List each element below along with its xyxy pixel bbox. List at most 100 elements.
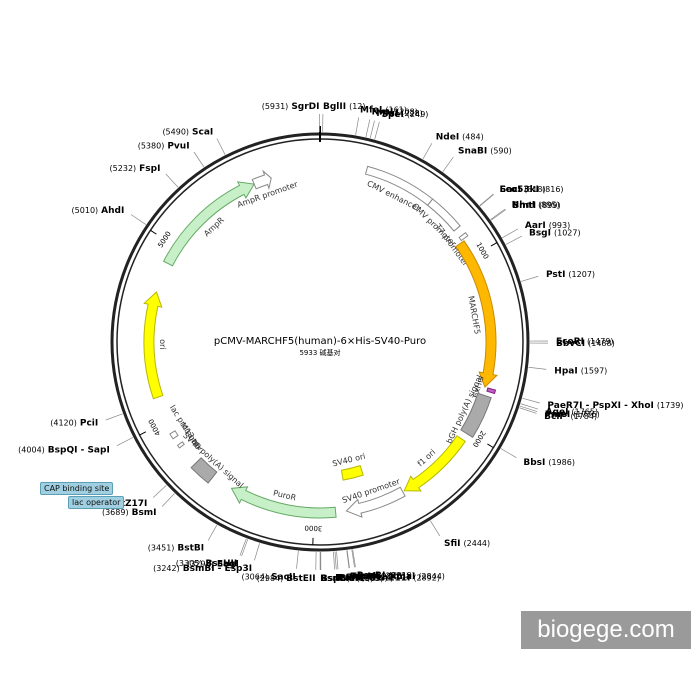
site-tick-mfei [355,117,360,136]
site-bsgi: BsgI(1027) [529,228,581,238]
site-agei: AgeI(1765) [546,407,598,417]
feature-sv40-poly-a-signal [190,457,218,484]
site-ecori: EcoRI(1479) [556,337,614,347]
site-bbsi: BbsI(1986) [523,458,575,468]
site-tick-bstbi [207,524,218,541]
feature-label-sv40-ori: SV40 ori [331,452,366,469]
site-tick-bspqi-sapi [116,437,134,446]
site-tick-sacii [296,550,299,569]
cap-binding-site-badge: CAP binding site [40,482,114,495]
site-tick-nhei [490,208,506,220]
site-tick-agei [520,403,539,410]
site-tick-fspi [165,173,179,188]
site-mlui: MluI(228) [376,109,422,119]
site-tspmi-xmai: TspMI - XmaI(2844) [351,572,445,582]
site-tick-sfii [430,520,441,537]
site-tick-bsgi [505,235,523,245]
site-tick-aari [502,228,519,239]
site-ndei: NdeI(484) [436,132,484,142]
site-bspqi-sapi: (4004)BspQI - SapI [18,445,110,455]
site-sgrdi: (5931)SgrDI [262,102,320,112]
site-bglii: BglII(12) [323,102,366,112]
site-bspei: BspEI*(2963) [321,574,383,584]
site-tick-pcii [105,413,123,421]
feature-cmv-promoter [426,198,461,232]
site-tick-bmti [490,209,506,221]
site-tick-smai [346,550,350,569]
tick-2000 [487,443,494,449]
site-tick-scai [216,138,226,155]
site-snabi: SnaBI(590) [458,147,512,157]
site-tick-bsmi [161,493,175,507]
site-tick-ndei [422,143,433,160]
feature-label-puror: PuroR [272,488,297,502]
site-aari: AarI(993) [525,221,570,231]
site-tick-bsmbi-esp3i [254,543,260,561]
feature-m13-rev [176,441,185,449]
tick-label-3000: 3000 [304,524,322,533]
site-pasi: PasI(2899) [337,573,388,583]
site-tick-pmei [519,405,538,412]
site-hpai: HpaI(1597) [554,366,607,376]
feature-label-ori: ori [158,339,167,350]
site-tick-pvui [193,151,205,168]
site-tick-avrii [351,549,355,568]
site-tick-bstz17i [153,484,167,498]
feature-lac-promoter [169,430,179,440]
site-bsmbi-esp3i: (3242)BsmBI - Esp3I [153,564,252,574]
site-tick-spei [374,121,380,140]
site-pmei: PmeI(1776) [545,410,600,420]
site-tick-snabi [442,156,454,172]
site-paer7i-pspxi-xhoi: PaeR7I - PspXI - XhoI(1739) [547,401,683,411]
site-tick-psti [520,275,539,282]
site-tick-bsiwi [333,551,335,570]
site-psti: PstI(1207) [546,270,595,280]
site-bsshii: (3305)BssHII [176,559,237,569]
feature-t7-promoter [458,232,469,242]
site-tick-bbsi [500,448,517,459]
site-bcli: BclI*(1784) [544,412,597,422]
site-nhei: NheI(895) [512,200,560,210]
feature-marchf5 [455,240,498,388]
site-pvui: (5380)PvuI [138,141,190,151]
feature-sv40-promoter [345,486,406,518]
feature-sv40-ori [340,465,364,481]
site-tick-hpai [528,366,547,370]
site-eco53ki: Eco53kI(816) [499,185,563,195]
site-tick-ahdi [130,214,147,225]
feature-label-marchf5: MARCHF5 [466,295,482,335]
site-pflfi-tth111i: PflFI - Tth111I(2892) [339,573,440,583]
feature-ampr [162,181,256,267]
site-tick-saci [479,194,494,207]
site-avrii: AvrII(2823) [356,571,409,581]
feature-6xhis [486,387,497,395]
tick-1000 [490,242,498,247]
site-fspi: (5232)FspI [110,164,161,174]
tick-label-5000: 5000 [156,230,172,249]
site-ahdi: (5010)AhdI [72,206,125,216]
watermark: biogege.com [521,611,691,649]
site-tick-mlui [369,120,375,139]
site-eagi: (3298)EagI [187,560,239,570]
site-tick-bseri [352,549,356,568]
site-bsiwi: BsiWI(2906) [335,574,393,584]
site-rsrii: RsrII(2966) [320,574,373,584]
site-mfei: MfeI(161) [360,105,407,115]
site-sacii: (3064)SacII [241,573,295,583]
site-nrui: NruI(208) [372,108,418,118]
site-tick-tspmi-xmai [346,550,350,569]
lac-operator-badge: lac operator [68,496,125,509]
site-bsmi: (3689)BsmI [102,508,157,518]
site-smai: SmaI(2846) [350,572,405,582]
tick-label-1000: 1000 [474,241,490,260]
site-bstbi: (3451)BstBI [148,544,204,554]
feature-puror [230,486,337,519]
site-bbvci: BbvCI(1488) [556,339,615,349]
feature-ori [143,291,164,400]
site-tick-bsshii [239,538,247,556]
site-bseri: BseRI(2819) [357,571,415,581]
site-tick-bcli [519,407,537,414]
site-bsteii: (2984)BstEII [257,574,316,584]
